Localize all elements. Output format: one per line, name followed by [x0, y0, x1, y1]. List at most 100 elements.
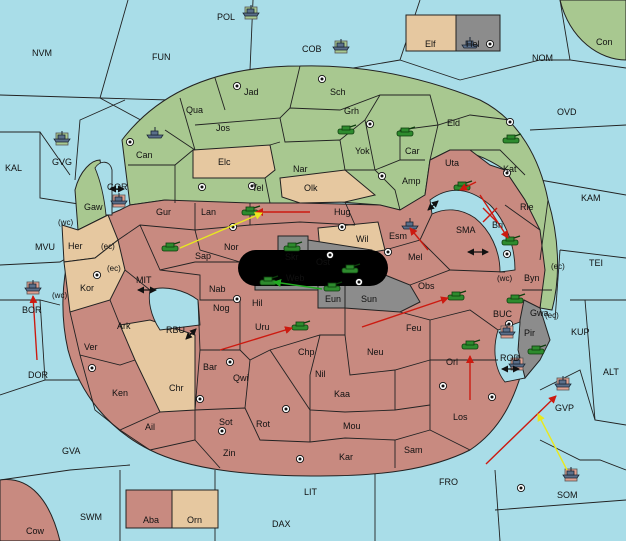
sea-alt[interactable]: ALT: [603, 367, 619, 377]
sea-gvg[interactable]: GVG: [52, 157, 72, 167]
land-eun[interactable]: Eun: [325, 294, 341, 304]
land-kar[interactable]: Kar: [339, 452, 353, 462]
sea-dax[interactable]: DAX: [272, 519, 291, 529]
land-nar[interactable]: Nar: [293, 164, 308, 174]
land-sot[interactable]: Sot: [219, 417, 233, 427]
sea-lit[interactable]: LIT: [304, 487, 318, 497]
land-ost[interactable]: Ost: [316, 257, 331, 267]
sea-tei[interactable]: TEI: [589, 258, 603, 268]
land-elc[interactable]: Elc: [218, 157, 231, 167]
land-kaa[interactable]: Kaa: [334, 389, 350, 399]
land-mel[interactable]: Mel: [408, 252, 423, 262]
land-esm[interactable]: Esm: [389, 231, 407, 241]
land-jad[interactable]: Jad: [244, 87, 259, 97]
land-nor[interactable]: Nor: [224, 242, 239, 252]
land-car[interactable]: Car: [405, 146, 420, 156]
sea-buc[interactable]: BUC: [493, 309, 513, 319]
territory-elc[interactable]: [192, 144, 276, 179]
land-bar[interactable]: Bar: [203, 362, 217, 372]
sea-rbu[interactable]: RBU: [166, 325, 185, 335]
land-los[interactable]: Los: [453, 412, 468, 422]
sea-kam[interactable]: KAM: [581, 193, 601, 203]
sea-pol[interactable]: POL: [217, 12, 235, 22]
land-zin[interactable]: Zin: [223, 448, 236, 458]
sea-kal[interactable]: KAL: [5, 163, 22, 173]
land-can[interactable]: Can: [136, 150, 153, 160]
land-hil[interactable]: Hil: [252, 298, 263, 308]
land-ver[interactable]: Ver: [84, 342, 98, 352]
land-feu[interactable]: Feu: [406, 323, 422, 333]
sea-kup[interactable]: KUP: [571, 327, 590, 337]
land-bri[interactable]: Bri: [492, 220, 503, 230]
land-nab[interactable]: Nab: [209, 284, 226, 294]
land-chp[interactable]: Chp: [298, 347, 315, 357]
land-nil[interactable]: Nil: [315, 369, 326, 379]
land-nog[interactable]: Nog: [213, 303, 230, 313]
land-gur[interactable]: Gur: [156, 207, 171, 217]
land-elf[interactable]: Elf: [425, 39, 436, 49]
coast-her-wc[interactable]: (wc): [58, 218, 73, 227]
land-kat[interactable]: Kat: [503, 164, 517, 174]
sea-rod[interactable]: ROD: [500, 353, 521, 363]
land-lan[interactable]: Lan: [201, 207, 216, 217]
land-sap[interactable]: Sap: [195, 251, 211, 261]
sea-sma[interactable]: SMA: [456, 225, 476, 235]
land-rot[interactable]: Rot: [256, 419, 271, 429]
land-gwa[interactable]: Gwa: [530, 308, 549, 318]
land-her[interactable]: Her: [68, 241, 83, 251]
land-sam[interactable]: Sam: [404, 445, 423, 455]
land-neu[interactable]: Neu: [367, 347, 384, 357]
sea-som[interactable]: SOM: [557, 490, 578, 500]
land-grh[interactable]: Grh: [344, 106, 359, 116]
land-tel[interactable]: Tel: [252, 183, 264, 193]
sea-swm[interactable]: SWM: [80, 512, 102, 522]
land-yok[interactable]: Yok: [355, 146, 370, 156]
coast-her-ec[interactable]: (ec): [101, 242, 115, 251]
land-wil[interactable]: Wil: [356, 234, 369, 244]
sea-gvp[interactable]: GVP: [555, 403, 574, 413]
territory-elf[interactable]: [405, 14, 457, 52]
sea-bor[interactable]: BOR: [22, 305, 42, 315]
land-uta[interactable]: Uta: [445, 158, 459, 168]
sea-mvu[interactable]: MVU: [35, 242, 55, 252]
sea-cob[interactable]: COB: [302, 44, 322, 54]
land-sch[interactable]: Sch: [330, 87, 346, 97]
land-orn[interactable]: Orn: [187, 515, 202, 525]
coast-kor-wc[interactable]: (wc): [52, 291, 67, 300]
territory-aba[interactable]: [125, 489, 173, 529]
land-chr[interactable]: Chr: [169, 383, 184, 393]
land-hug[interactable]: Hug: [334, 207, 351, 217]
land-pir[interactable]: Pir: [524, 328, 535, 338]
sea-gor[interactable]: GOR: [107, 182, 128, 192]
sea-fro[interactable]: FRO: [439, 477, 458, 487]
sea-gva[interactable]: GVA: [62, 446, 80, 456]
land-skr[interactable]: Skr: [285, 252, 299, 262]
land-cow[interactable]: Cow: [26, 526, 45, 536]
coast-byn-wc[interactable]: (wc): [497, 274, 512, 283]
land-hel[interactable]: Hel: [466, 39, 480, 49]
land-aba[interactable]: Aba: [143, 515, 159, 525]
land-olk[interactable]: Olk: [304, 183, 318, 193]
sea-ovd[interactable]: OVD: [557, 107, 577, 117]
land-orl[interactable]: Orl: [446, 357, 458, 367]
land-ken[interactable]: Ken: [112, 388, 128, 398]
land-obs[interactable]: Obs: [418, 281, 435, 291]
territory-con[interactable]: [559, 0, 626, 61]
sea-fun[interactable]: FUN: [152, 52, 171, 62]
territory-orn[interactable]: [171, 489, 219, 529]
coast-gwa-ec[interactable]: (ec): [545, 311, 559, 320]
land-jos[interactable]: Jos: [216, 123, 231, 133]
land-web[interactable]: Web: [286, 273, 304, 283]
sea-mit[interactable]: MIT: [136, 275, 152, 285]
land-byn[interactable]: Byn: [524, 273, 540, 283]
land-mou[interactable]: Mou: [343, 421, 361, 431]
land-eld[interactable]: Eld: [447, 118, 460, 128]
coast-kor-ec[interactable]: (ec): [107, 264, 121, 273]
sea-nvm[interactable]: NVM: [32, 48, 52, 58]
land-gaw[interactable]: Gaw: [84, 202, 103, 212]
land-con[interactable]: Con: [596, 37, 613, 47]
land-rie[interactable]: Rie: [520, 202, 534, 212]
sea-dor[interactable]: DOR: [28, 370, 49, 380]
coast-byn-ec[interactable]: (ec): [551, 262, 565, 271]
land-ark[interactable]: Ark: [117, 321, 131, 331]
